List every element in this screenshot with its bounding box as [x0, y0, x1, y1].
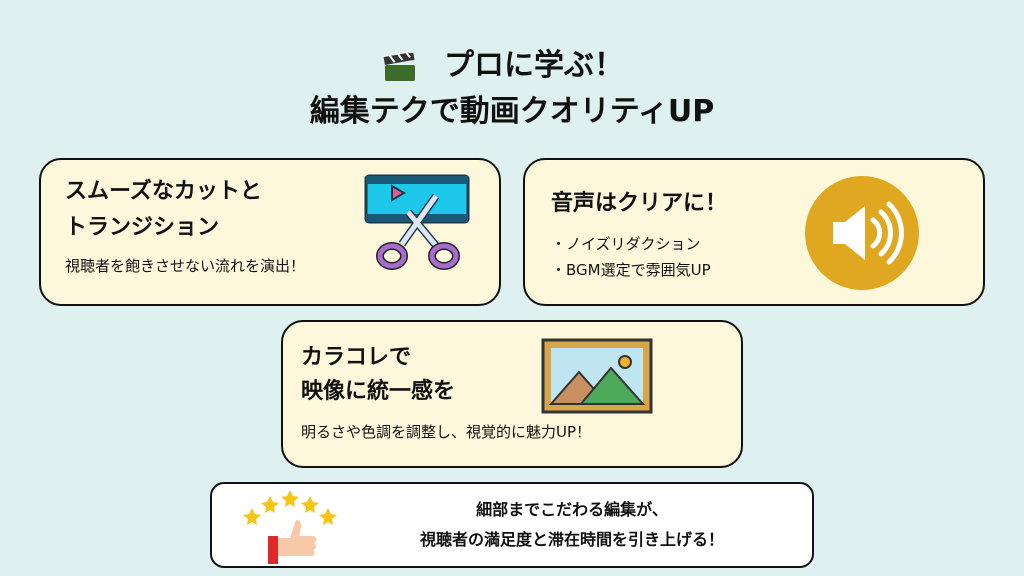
speaker-icon [805, 176, 919, 290]
card-description: 明るさや色調を調整し、視覚的に魅力UP！ [301, 423, 592, 441]
thumbs-up-stars-icon [243, 490, 337, 564]
bullet-item: ・BGM選定で雰囲気UP [551, 261, 711, 279]
card-heading: トランジション [65, 215, 220, 240]
card-heading: 音声はクリアに！ [551, 191, 728, 216]
summary-line1: 細部までこだわる編集が、 [476, 500, 668, 519]
summary-line2: 視聴者の満足度と滞在時間を引き上げる！ [419, 530, 724, 549]
card-cut-transition: スムーズなカットと トランジション 視聴者を飽きさせない流れを演出！ [39, 158, 501, 306]
film-scissors-icon [364, 174, 470, 270]
card-heading: スムーズなカットと [65, 179, 262, 204]
landscape-picture-icon [541, 338, 653, 414]
card-color-correction: カラコレで 映像に統一感を 明るさや色調を調整し、視覚的に魅力UP！ [281, 320, 743, 468]
page-title-line2: 編集テクで動画クオリティUP [309, 94, 715, 129]
card-heading: カラコレで [301, 345, 412, 370]
card-description: 視聴者を飽きさせない流れを演出！ [65, 257, 306, 275]
card-heading: 映像に統一感を [301, 379, 456, 404]
card-audio: 音声はクリアに！ ・ノイズリダクション ・BGM選定で雰囲気UP [523, 158, 985, 306]
page-title-line1: プロに学ぶ！ [444, 48, 624, 83]
bullet-item: ・ノイズリダクション [551, 235, 701, 253]
summary-card: 細部までこだわる編集が、 視聴者の満足度と滞在時間を引き上げる！ [210, 482, 814, 568]
clapperboard-icon [383, 53, 415, 81]
